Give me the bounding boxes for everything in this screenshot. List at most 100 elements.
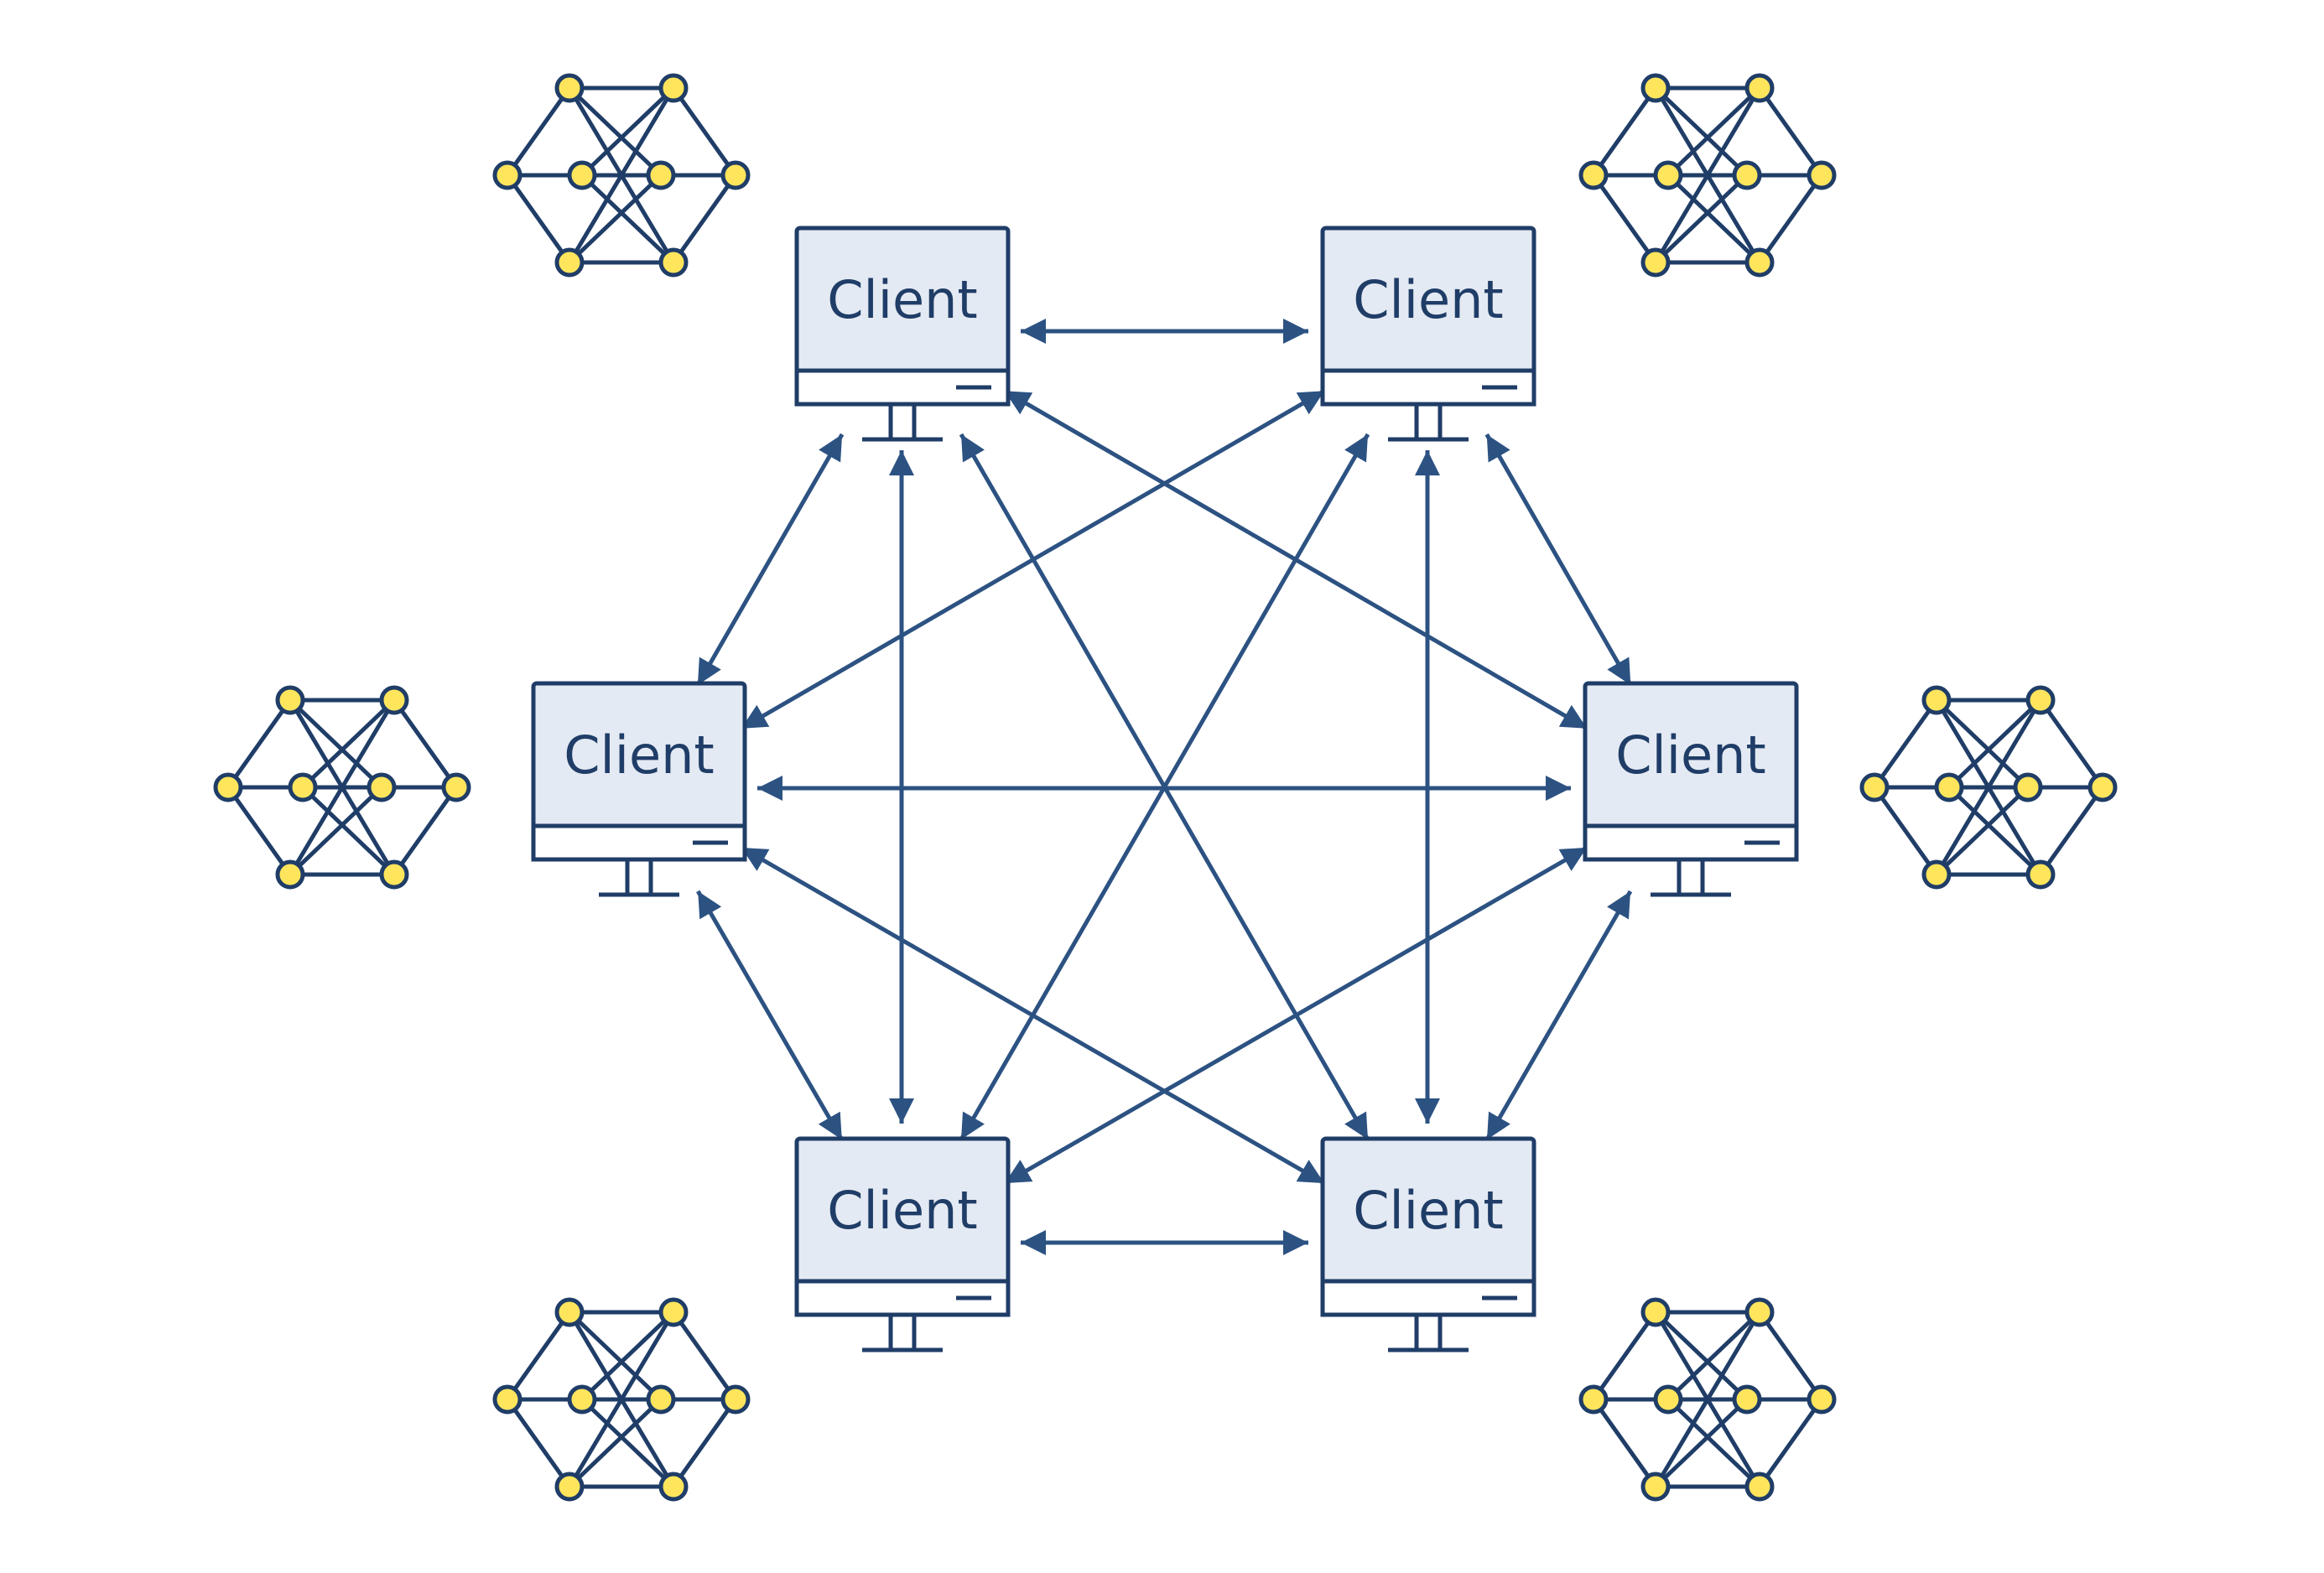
nn-neuron <box>275 685 305 715</box>
nn-edge <box>505 174 572 264</box>
nn-edge <box>289 698 383 789</box>
nn-edge <box>2038 698 2105 789</box>
nn-neuron <box>1640 1472 1671 1502</box>
nn-edge <box>1653 1311 1762 1488</box>
nn-neuron <box>275 859 305 890</box>
nn-neuron <box>1732 1384 1762 1415</box>
nn-edge <box>1666 174 1761 264</box>
nn-neuron <box>1807 160 1837 190</box>
nn-edge <box>1591 1398 1658 1488</box>
nn-neuron <box>554 247 585 278</box>
nn-edge <box>1653 86 1762 264</box>
nn-edge <box>568 86 663 177</box>
client-monitor-middle-right: Client <box>1583 681 1799 897</box>
connection-arrow-middle-right-to-bottom-left <box>1003 845 1588 1186</box>
nn-edge <box>568 174 663 264</box>
nn-neuron <box>658 247 689 278</box>
connection-arrow-middle-left-to-bottom-right <box>740 845 1326 1186</box>
nn-neuron <box>1744 1297 1775 1327</box>
client-monitor-bottom-left: Client <box>794 1136 1011 1352</box>
nn-neuron <box>658 1297 689 1327</box>
connection-arrow-middle-right-to-bottom-right <box>1484 890 1633 1141</box>
nn-edge <box>1872 786 1939 876</box>
nn-neuron <box>2013 772 2043 802</box>
nn-edge <box>1947 786 2042 876</box>
nn-edge <box>567 1311 676 1488</box>
connections-layer <box>695 319 1633 1255</box>
client-label: Client <box>1353 269 1504 330</box>
nn-edge <box>505 1311 572 1401</box>
nn-neuron <box>554 1472 585 1502</box>
nn-neuron <box>646 160 676 190</box>
nn-edge <box>1757 1398 1824 1488</box>
nn-neuron <box>213 772 243 802</box>
nn-edge <box>301 698 396 789</box>
nn-neuron <box>492 160 523 190</box>
nn-neuron <box>658 1472 689 1502</box>
nn-edge <box>671 86 738 177</box>
nn-neuron <box>288 772 318 802</box>
client-label: Client <box>1615 724 1766 786</box>
nn-neuron <box>2087 772 2118 802</box>
nn-neuron <box>492 1384 523 1415</box>
nn-neuron <box>1744 1472 1775 1502</box>
nn-neuron <box>1859 772 1890 802</box>
nn-edge <box>1935 698 2030 789</box>
monitor-bezel <box>794 1279 1011 1317</box>
client-label: Client <box>827 1180 978 1241</box>
nn-neuron <box>554 73 585 103</box>
nn-neuron <box>1807 1384 1837 1415</box>
nn-edge <box>1757 86 1824 177</box>
connection-arrow-top-right-to-middle-right <box>1484 433 1633 687</box>
nn-edge <box>568 1311 663 1401</box>
nn-neuron <box>646 1384 676 1415</box>
nn-edge <box>1654 174 1749 264</box>
nn-neuron <box>1934 772 1964 802</box>
neural-network-icon <box>492 1297 751 1502</box>
nn-neuron <box>1921 685 1952 715</box>
client-monitor-middle-left: Client <box>531 681 747 897</box>
nn-edge <box>288 698 397 876</box>
nn-edge <box>1654 1398 1749 1488</box>
nn-edge <box>1757 174 1824 264</box>
nn-edge <box>1757 1311 1824 1401</box>
nn-neuron <box>367 772 397 802</box>
neural-network-icon <box>1859 685 2118 890</box>
nn-edge <box>1591 174 1658 264</box>
nn-neuron <box>1640 1297 1671 1327</box>
nn-neuron <box>379 859 409 890</box>
nn-neuron <box>2025 685 2056 715</box>
connection-arrow-middle-left-to-bottom-left <box>696 890 844 1141</box>
client-monitor-top-left: Client <box>794 226 1011 442</box>
nn-edge <box>1654 86 1749 177</box>
nn-neuron <box>720 160 751 190</box>
neural-network-icons-layer <box>213 73 2118 1502</box>
nn-edge <box>671 174 738 264</box>
neural-network-icon <box>1578 73 1837 278</box>
nn-neuron <box>379 685 409 715</box>
nn-neuron <box>441 772 471 802</box>
nn-edge <box>392 698 459 789</box>
nn-neuron <box>1640 247 1671 278</box>
nn-neuron <box>1578 160 1609 190</box>
nn-neuron <box>554 1297 585 1327</box>
client-monitor-bottom-right: Client <box>1320 1136 1536 1352</box>
client-monitor-top-right: Client <box>1320 226 1536 442</box>
nn-edge <box>568 1398 663 1488</box>
nn-edge <box>671 1311 738 1401</box>
nn-neuron <box>2025 859 2056 890</box>
nn-edge <box>1591 1311 1658 1401</box>
connection-arrow-top-right-to-middle-left <box>740 389 1326 730</box>
nn-edge <box>1947 698 2042 789</box>
nn-edge <box>1591 86 1658 177</box>
nn-edge <box>226 786 293 876</box>
nn-edge <box>580 86 675 177</box>
nn-edge <box>580 1398 675 1488</box>
nn-edge <box>301 786 396 876</box>
nn-neuron <box>1744 73 1775 103</box>
nn-edge <box>567 86 676 264</box>
nn-edge <box>505 86 572 177</box>
nn-neuron <box>567 1384 597 1415</box>
